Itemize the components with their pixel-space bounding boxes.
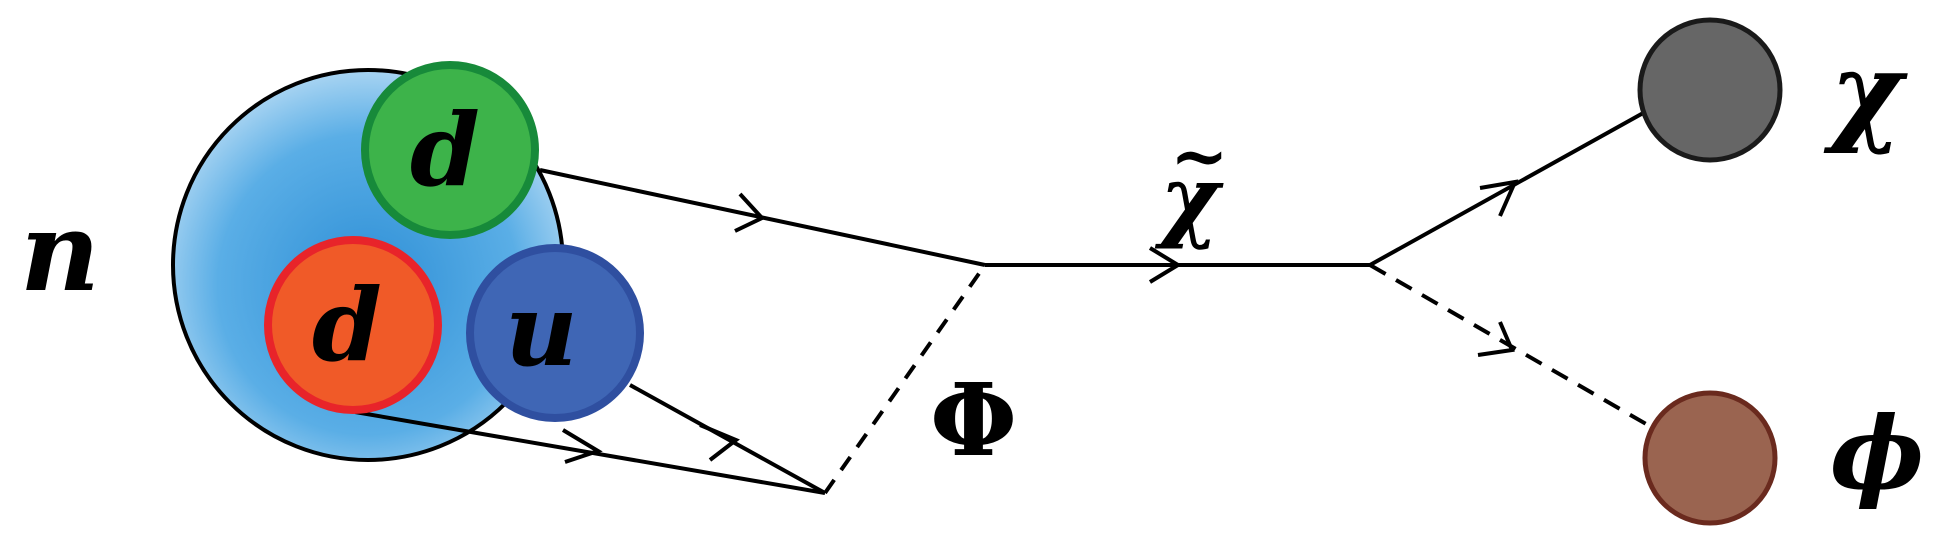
chi-ball bbox=[1637, 17, 1783, 163]
phi-ball bbox=[1642, 390, 1778, 526]
mediator-dashed-line bbox=[823, 263, 987, 495]
quark-ball-u bbox=[466, 244, 644, 422]
quark-blue: u bbox=[466, 244, 644, 422]
quark-label-d-bottom: d bbox=[312, 266, 382, 384]
final-scalar-dashed-line bbox=[1369, 263, 1661, 434]
arrow-icon bbox=[734, 192, 766, 233]
arrow-icon bbox=[699, 423, 740, 462]
arrow-icon bbox=[1479, 179, 1519, 217]
final-fermion-line bbox=[1369, 110, 1646, 267]
mediator-label: Φ bbox=[930, 361, 1017, 479]
arrow-icon bbox=[561, 428, 603, 464]
quark-green: d bbox=[361, 61, 539, 239]
quark-label-u: u bbox=[505, 271, 578, 389]
final-scalar-label: ϕ bbox=[1830, 394, 1924, 512]
quark-ball-d-top bbox=[361, 61, 539, 239]
arrow-icon bbox=[1477, 321, 1515, 357]
quark-red: d bbox=[264, 236, 442, 414]
neutron-label: n bbox=[20, 187, 100, 316]
arrow-icon bbox=[1148, 246, 1182, 284]
arrowheads bbox=[561, 192, 766, 464]
quark-ball-d-bottom bbox=[264, 236, 442, 414]
intermediate-label: χ bbox=[1154, 146, 1224, 252]
intermediate-tilde: ~ bbox=[1170, 114, 1229, 197]
final-fermion-label: χ bbox=[1823, 27, 1908, 156]
quark-line-u bbox=[629, 383, 826, 495]
quark-label-d-top: d bbox=[410, 91, 480, 209]
